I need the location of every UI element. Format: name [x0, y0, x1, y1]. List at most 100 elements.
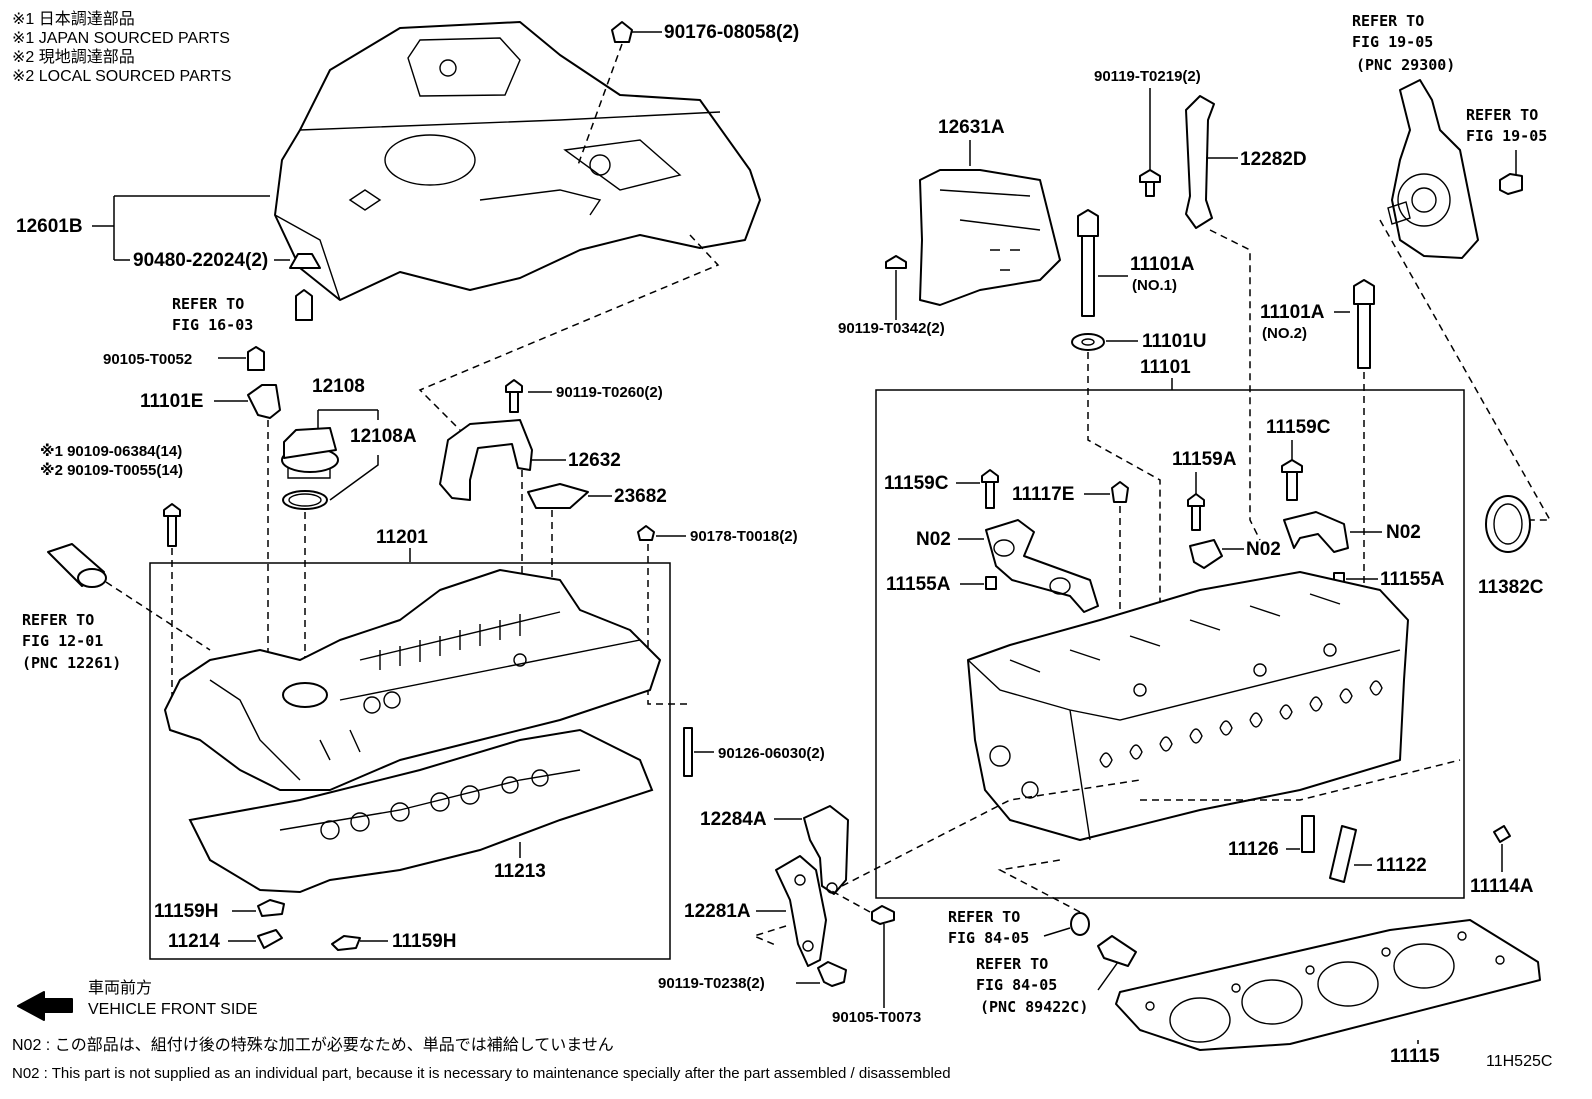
bolt-90119-T0342-illustration: [885, 255, 907, 269]
nut-90178-illustration: [637, 525, 655, 541]
grommet-90176-illustration: [611, 21, 633, 43]
n02-label-left: N02: [916, 529, 951, 550]
refer-fig-16-03-line1: REFER TO: [172, 295, 244, 313]
bolt-11159C-left-illustration: [981, 469, 999, 509]
callout-11101A-no1-note: (NO.1): [1132, 277, 1177, 294]
bolt-11159A-illustration: [1187, 493, 1205, 531]
callout-90176-08058: 90176-08058(2): [664, 22, 799, 43]
callout-11159C-right: 11159C: [1266, 417, 1331, 438]
hanger-12281A-illustration: [775, 855, 827, 967]
refer-fig-12-01-line2: FIG 12-01: [22, 632, 103, 650]
bolt-90119-T0219-illustration: [1139, 169, 1161, 197]
cam-cap-N02-right-illustration: [1283, 511, 1349, 553]
cylinder-head-cover-illustration: [164, 569, 661, 791]
callout-11117E: 11117E: [1012, 484, 1074, 505]
plug-11117E-illustration: [1111, 481, 1129, 503]
callout-11159H-right: 11159H: [392, 931, 456, 952]
callout-11122: 11122: [1376, 855, 1427, 876]
refer-fig-84-05a-line2: FIG 84-05: [948, 929, 1029, 947]
callout-11115: 11115: [1390, 1046, 1440, 1067]
callout-90109-T0055: ※2 90109-T0055(14): [40, 461, 183, 479]
callout-11101: 11101: [1140, 357, 1191, 378]
refer-fig-19-05a-line2: FIG 19-05: [1352, 33, 1433, 51]
callout-90109-06384: ※1 90109-06384(14): [40, 442, 182, 460]
refer-fig-84-05b-line1: REFER TO: [976, 955, 1048, 973]
grommet-90480-illustration: [289, 253, 321, 269]
refer-fig-84-05b-line3: (PNC 89422C): [980, 998, 1088, 1016]
stud-90126-illustration: [683, 727, 693, 777]
callout-90105-T0073: 90105-T0073: [832, 1009, 921, 1026]
bolt-90105-T0052-illustration: [247, 346, 265, 371]
refer-fig-84-05b-line2: FIG 84-05: [976, 976, 1057, 994]
callout-11382C: 11382C: [1478, 577, 1544, 598]
refer-fig-19-05a-line3: (PNC 29300): [1356, 56, 1455, 74]
sensor-11101E-illustration: [247, 384, 281, 419]
sourcing-legend: ※1 日本調達部品 ※1 JAPAN SOURCED PARTS ※2 現地調達…: [12, 10, 231, 85]
refer-fig-84-05a-line1: REFER TO: [948, 908, 1020, 926]
callout-11101E: 11101E: [140, 391, 203, 412]
callout-12284A: 12284A: [700, 809, 767, 830]
cylinder-head-cover-box: [149, 562, 671, 960]
callout-11101U: 11101U: [1142, 331, 1206, 352]
legend-line-1: ※1 日本調達部品: [12, 10, 135, 28]
pin-11155A-left: [985, 576, 997, 590]
stud-illustration: [295, 289, 313, 321]
plug-refer-84-05-illustration: [1070, 912, 1090, 936]
pipe-11122-illustration: [1329, 825, 1357, 883]
callout-12108: 12108: [312, 376, 365, 397]
callout-90119-T0260: 90119-T0260(2): [556, 384, 663, 401]
oil-filler-cap-illustration: [281, 427, 339, 479]
refer-fig-12-01-line3: (PNC 12261): [22, 654, 121, 672]
callout-12281A: 12281A: [684, 901, 751, 922]
callout-90119-T0219: 90119-T0219(2): [1094, 68, 1201, 85]
callout-12632: 12632: [568, 450, 621, 471]
callout-11159C-left: 11159C: [884, 473, 949, 494]
n02-label-right: N02: [1386, 522, 1421, 543]
refer-fig-16-03-line2: FIG 16-03: [172, 316, 253, 334]
callout-11213: 11213: [494, 861, 546, 882]
callout-90105-T0052: 90105-T0052: [103, 351, 192, 368]
callout-12282D: 12282D: [1240, 149, 1307, 170]
callout-90126-06030: 90126-06030(2): [718, 745, 825, 762]
bolt-90105-T0073-illustration: [871, 905, 895, 925]
callout-90178-T0018: 90178-T0018(2): [690, 528, 798, 545]
part-23682-illustration: [527, 483, 589, 509]
legend-line-2: ※1 JAPAN SOURCED PARTS: [12, 30, 230, 47]
callout-11159H-left: 11159H: [154, 901, 218, 922]
bolt-11159C-right-illustration: [1281, 459, 1303, 501]
sensor-89422C-illustration: [1097, 935, 1137, 967]
callout-11126: 11126: [1228, 839, 1279, 860]
refer-fig-19-05b-line1: REFER TO: [1466, 106, 1538, 124]
refer-fig-12-01-line1: REFER TO: [22, 611, 94, 629]
callout-90119-T0342: 90119-T0342(2): [838, 320, 945, 337]
callout-23682: 23682: [614, 486, 667, 507]
bolt-90119-T0238-illustration: [817, 961, 847, 987]
bolt-11101A-no2-illustration: [1353, 279, 1375, 369]
engine-cover-illustration: [274, 21, 761, 301]
callout-11214: 11214: [168, 931, 220, 952]
washer-11101U-illustration: [1071, 333, 1105, 351]
cylinder-head-box: [875, 389, 1465, 899]
bracket-12631A-illustration: [919, 169, 1061, 306]
footnote-n02-jp: N02 : この部品は、組付け後の特殊な加工が必要なため、単品では補給していませ…: [12, 1036, 614, 1054]
callout-11201: 11201: [376, 527, 428, 548]
cam-cap-N02-left-illustration: [985, 519, 1099, 613]
callout-11155A-left: 11155A: [886, 574, 951, 595]
bolt-90119-T0260-illustration: [505, 379, 523, 413]
legend-line-4: ※2 LOCAL SOURCED PARTS: [12, 68, 231, 85]
refer-fig-19-05a-line1: REFER TO: [1352, 12, 1424, 30]
callout-11155A-right: 11155A: [1380, 569, 1445, 590]
grommet-11159H-right: [331, 935, 361, 951]
callout-11114A: 11114A: [1470, 876, 1534, 897]
legend-line-3: ※2 現地調達部品: [12, 48, 135, 66]
diagram-code: 11H525C: [1486, 1053, 1552, 1070]
vehicle-front-arrow-icon: [17, 991, 73, 1021]
callout-11101A-no1: 11101A: [1130, 254, 1195, 275]
head-cover-gasket-illustration: [188, 728, 654, 894]
bolt-vacuum-pump-illustration: [1499, 173, 1523, 195]
plug-11114A-illustration: [1493, 825, 1511, 843]
callout-11159A: 11159A: [1172, 449, 1237, 470]
bolt-90109-illustration: [163, 503, 181, 547]
callout-90119-T0238: 90119-T0238(2): [658, 975, 765, 992]
callout-12631A: 12631A: [938, 117, 1005, 138]
